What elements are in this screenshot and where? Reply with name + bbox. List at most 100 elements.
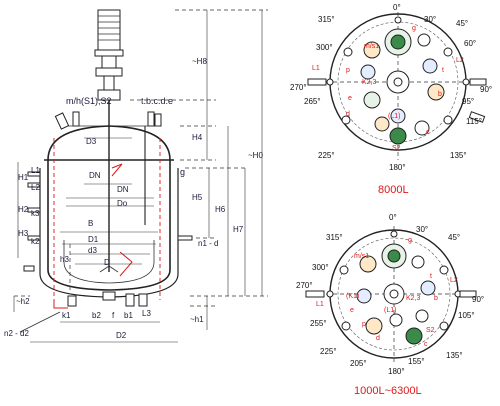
label-f: f	[112, 311, 115, 320]
mark-p: p	[346, 67, 350, 74]
mark2-c: c	[424, 341, 428, 348]
label-L3: L3	[142, 309, 151, 318]
label-tbcde: t.b.c.d.e	[141, 96, 173, 106]
mark-c: c	[426, 129, 430, 136]
label-D2: D2	[116, 331, 127, 340]
mark2-L1: L1	[316, 301, 324, 308]
angle2-105: 105°	[458, 311, 475, 320]
label-b2: b2	[92, 311, 101, 320]
plan-view-8000L: 0° 30° 45° 60° 90° 95° 115° 135° 180° 22…	[290, 3, 492, 196]
label-m-h: m/h(S1),S2	[66, 96, 112, 106]
mark2-b: b	[434, 295, 438, 302]
angle-60: 60°	[464, 39, 476, 48]
label-D: D	[104, 258, 110, 267]
mark2-ms: m/s1	[354, 253, 369, 260]
lower-head	[47, 269, 171, 291]
elevation-view: m/h(S1),S2 t.b.c.d.e D3 g DN DN Do B D1 …	[4, 9, 268, 343]
label-H5: H5	[192, 193, 203, 202]
mark-g: g	[412, 25, 416, 32]
label-H7: H7	[233, 225, 244, 234]
label-n2-d2: n2 - d2	[4, 329, 29, 338]
mark2-g: g	[408, 237, 412, 244]
mark-b: b	[438, 91, 442, 98]
label-H1: H1	[18, 173, 29, 182]
mark-ms: m/s1	[364, 43, 379, 50]
support-legs	[67, 291, 148, 307]
mark2-d: d	[376, 335, 380, 342]
angle-265: 265°	[304, 97, 321, 106]
mark-Lx: (L1)	[388, 113, 400, 120]
angle2-90: 90°	[472, 295, 484, 304]
caption-1000-6300L: 1000L~6300L	[354, 385, 422, 397]
mark2-k23: K2,3	[406, 295, 421, 302]
angle-300: 300°	[316, 43, 333, 52]
label-H0: ~H0	[248, 151, 263, 160]
label-H8: ~H8	[192, 57, 207, 66]
label-Do: Do	[117, 199, 128, 208]
mark-d: d	[346, 111, 350, 118]
mark-k: K2,3	[362, 79, 377, 86]
mark2-e: e	[350, 307, 354, 314]
angle2-315: 315°	[326, 233, 343, 242]
mark2-Lx: (L1)	[384, 307, 396, 314]
angle2-255: 255°	[310, 319, 327, 328]
label-L1: L1	[31, 166, 40, 175]
angle-30: 30°	[424, 15, 436, 24]
angle-95: 95°	[462, 97, 474, 106]
angle2-205: 205°	[350, 359, 367, 368]
angle-180: 180°	[389, 163, 406, 172]
label-D1: D1	[88, 235, 99, 244]
mark-L1: L1	[312, 65, 320, 72]
angle2-0: 0°	[389, 213, 397, 222]
angle-115: 115°	[466, 117, 482, 126]
angle2-225: 225°	[320, 347, 337, 356]
angle2-45: 45°	[448, 233, 460, 242]
label-d3: d3	[88, 246, 97, 255]
angle-135: 135°	[450, 151, 467, 160]
side-nozzles	[23, 171, 193, 272]
mark2-p: p	[362, 321, 366, 328]
angle2-180: 180°	[388, 367, 405, 376]
label-H4: H4	[192, 133, 203, 142]
drive-motor	[94, 9, 124, 112]
label-k1: k1	[62, 311, 71, 320]
label-B: B	[88, 219, 93, 228]
angle-225: 225°	[318, 151, 335, 160]
angle-270: 270°	[290, 83, 307, 92]
label-L2: L2	[31, 183, 40, 192]
mark2-k: (K1)	[346, 293, 359, 300]
label-h1: ~h1	[190, 315, 204, 324]
label-H2: H2	[18, 205, 29, 214]
mark-L2: L2	[456, 57, 464, 64]
label-n1-d: n1 - d	[198, 239, 218, 248]
mark2-L2: L2	[450, 277, 458, 284]
label-DN-small: DN	[89, 171, 101, 180]
angle-315: 315°	[318, 15, 335, 24]
caption-8000L: 8000L	[378, 184, 409, 196]
angle2-155: 155°	[408, 357, 425, 366]
label-h3: h3	[60, 255, 69, 264]
angle-90: 90°	[480, 85, 492, 94]
angle-45: 45°	[456, 19, 468, 28]
label-H6: H6	[215, 205, 226, 214]
angle2-30: 30°	[416, 225, 428, 234]
angle2-300: 300°	[312, 263, 329, 272]
anchor-agitator	[63, 240, 155, 284]
angle2-135: 135°	[446, 351, 463, 360]
mark2-S2: S2	[426, 327, 435, 334]
label-b1: b1	[124, 311, 133, 320]
angle2-270: 270°	[296, 281, 313, 290]
label-k2: k2	[31, 237, 40, 246]
label-D3: D3	[86, 137, 97, 146]
plan-view-1000-6300L: 0° 30° 45° 90° 105° 135° 155° 180° 205° …	[296, 213, 484, 397]
label-g: g	[180, 167, 185, 177]
mark-t: t	[442, 67, 444, 74]
mark2-t: t	[430, 273, 432, 280]
label-H3: H3	[18, 229, 29, 238]
label-h2: ~h2	[16, 297, 30, 306]
angle-0: 0°	[393, 3, 401, 12]
label-k3: k3	[31, 209, 40, 218]
label-DN: DN	[117, 185, 129, 194]
